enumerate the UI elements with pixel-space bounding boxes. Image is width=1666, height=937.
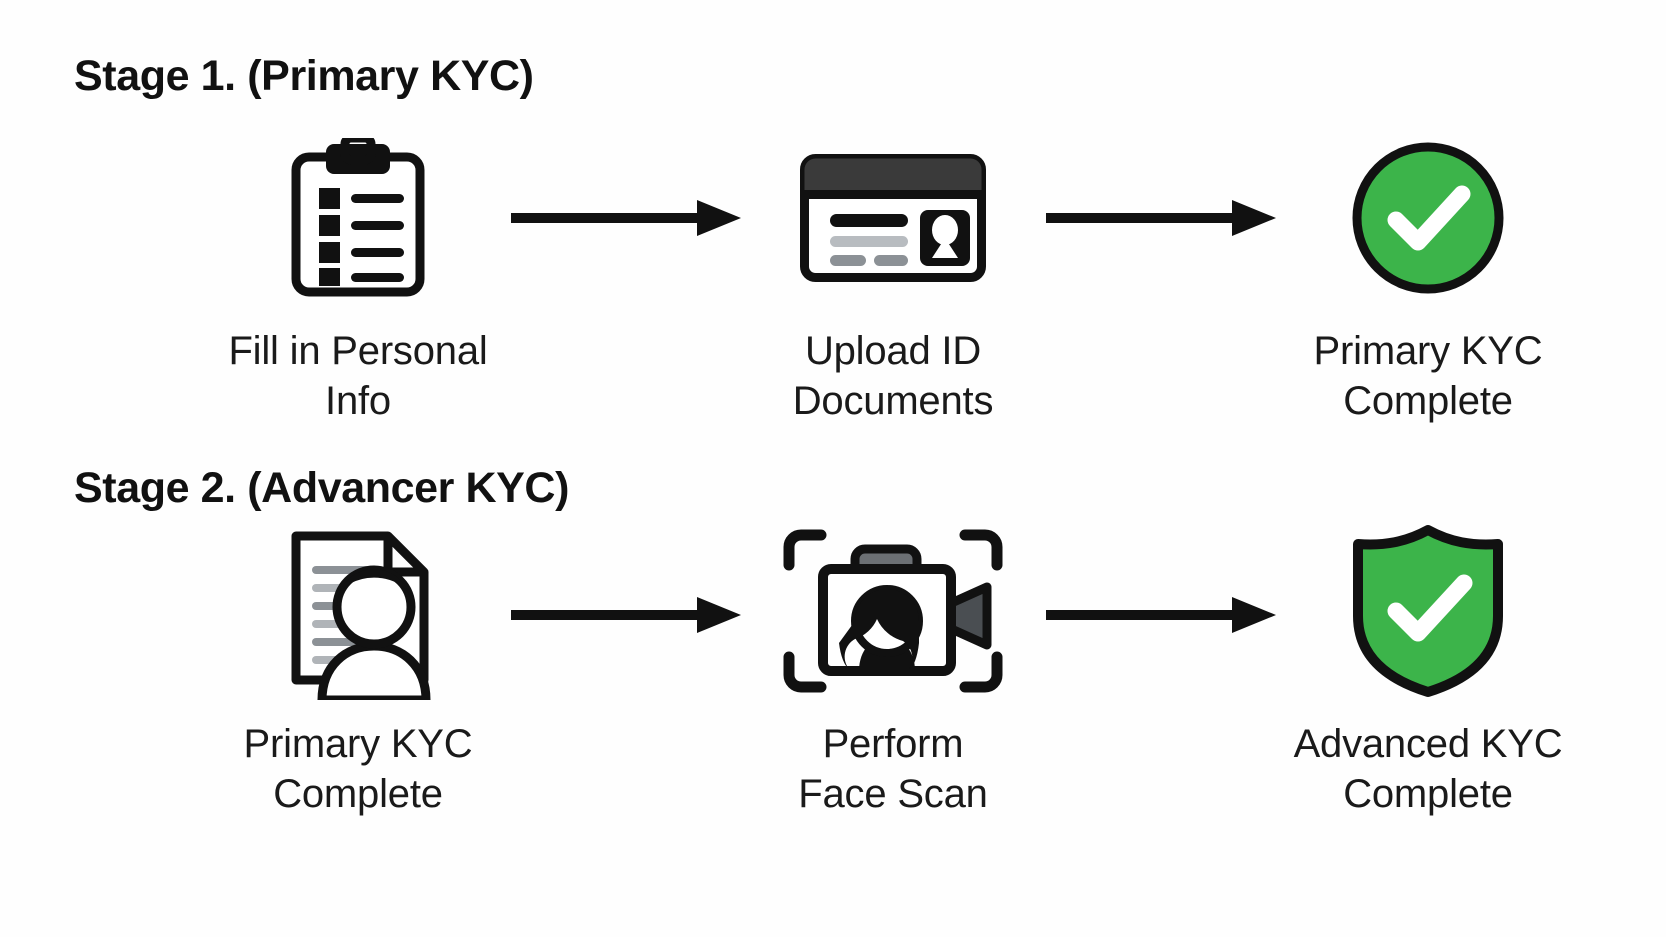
- step-advanced-kyc-complete: Advanced KYC Complete: [1278, 525, 1578, 820]
- arrow-right-icon: [1043, 132, 1278, 304]
- arrow-right-icon: [1043, 525, 1278, 705]
- step-fill-in-personal-info: Fill in Personal Info: [208, 132, 508, 427]
- arrow-right-icon: [508, 525, 743, 705]
- step-label: Advanced KYC Complete: [1293, 722, 1563, 817]
- stage-2-flow-row: Primary KYC Complete: [0, 525, 1666, 820]
- stage-1-heading: Stage 1. (Primary KYC): [74, 52, 534, 100]
- step-label: Fill in Personal Info: [228, 329, 488, 424]
- green-shield-check-icon: [1348, 525, 1508, 697]
- green-check-circle-icon: [1348, 132, 1508, 304]
- stage-1-flow-row: Fill in Personal Info: [0, 132, 1666, 427]
- step-perform-face-scan: Perform Face Scan: [743, 525, 1043, 820]
- step-label: Perform Face Scan: [798, 722, 988, 817]
- step-label: Primary KYC Complete: [243, 722, 473, 817]
- clipboard-checklist-icon: [283, 132, 433, 304]
- step-primary-kyc-complete-stage2: Primary KYC Complete: [208, 525, 508, 820]
- arrow-right-icon: [508, 132, 743, 304]
- person-document-icon: [278, 525, 438, 700]
- step-primary-kyc-complete: Primary KYC Complete: [1278, 132, 1578, 427]
- step-label: Primary KYC Complete: [1313, 329, 1543, 424]
- step-upload-id-documents: Upload ID Documents: [743, 132, 1043, 427]
- step-label: Upload ID Documents: [792, 329, 994, 424]
- face-scan-camera-icon: [779, 525, 1007, 697]
- id-card-icon: [800, 132, 986, 304]
- stage-2-heading: Stage 2. (Advancer KYC): [74, 464, 570, 512]
